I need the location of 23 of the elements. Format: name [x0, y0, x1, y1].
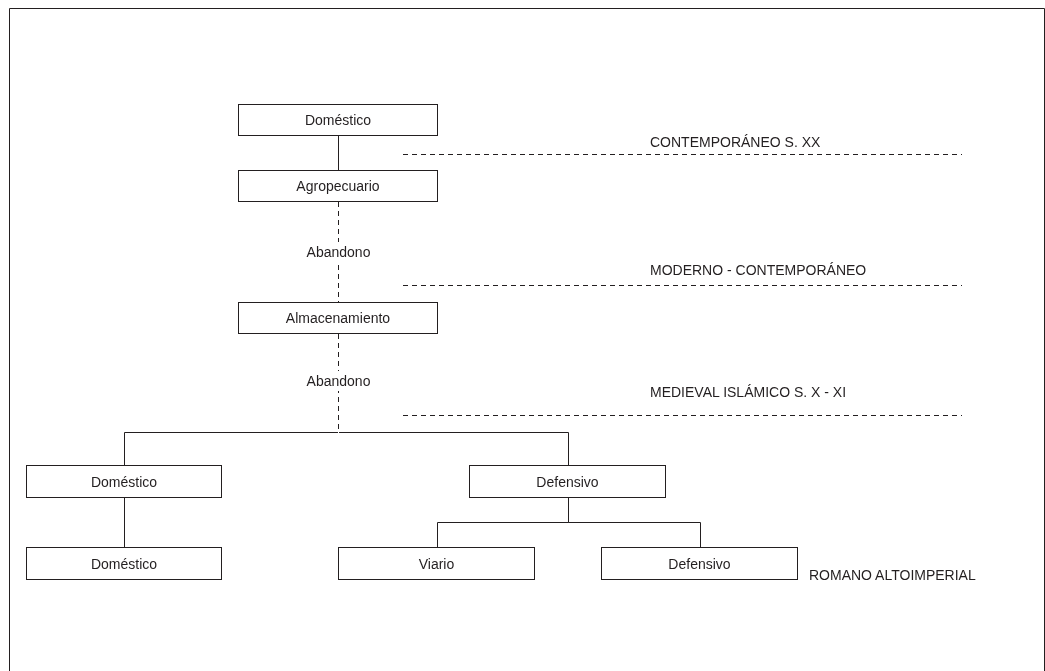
stage-box	[238, 104, 438, 136]
stage-box	[26, 547, 222, 580]
stage-text: Doméstico	[90, 473, 158, 490]
period-label: MODERNO - CONTEMPORÁNEO	[650, 262, 867, 278]
period-label: MEDIEVAL ISLÁMICO S. X - XI	[650, 384, 847, 400]
connector-line	[124, 497, 125, 548]
stage-box	[338, 547, 535, 580]
stage-box	[601, 547, 798, 580]
stage-box	[26, 465, 222, 498]
stage-box	[238, 302, 438, 334]
stage-text: Defensivo	[668, 555, 731, 572]
connector-line	[568, 497, 701, 548]
stage-box	[469, 465, 666, 498]
connector-line	[338, 135, 339, 171]
stage-text: Doméstico	[304, 112, 372, 128]
period-label: ROMANO ALTOIMPERIAL	[809, 567, 976, 583]
stage-text: Viario	[418, 555, 455, 572]
stage-text: Doméstico	[90, 555, 158, 572]
period-label: CONTEMPORÁNEO S. XX	[650, 134, 821, 150]
stage-text: Agropecuario	[296, 178, 380, 194]
stage-text: Defensivo	[536, 473, 599, 490]
stage-box	[238, 170, 438, 202]
stage-text: Almacenamiento	[285, 310, 391, 326]
